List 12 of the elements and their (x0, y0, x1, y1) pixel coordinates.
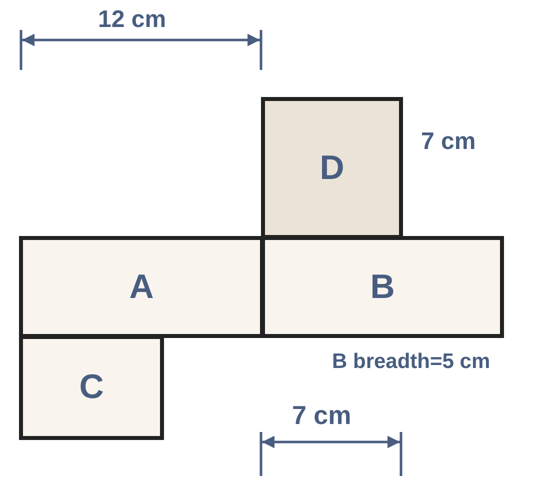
shape-face (261, 97, 403, 239)
face-label: A (129, 268, 154, 306)
dimension-label: 7 cm (292, 400, 352, 431)
shape-face (19, 335, 164, 440)
shape-face (261, 236, 504, 338)
shape-face (19, 236, 264, 338)
dimension-label: B breadth=5 cm (332, 350, 490, 374)
dimension-label: 12 cm (98, 6, 166, 34)
face-label: B (370, 268, 395, 306)
face-label: C (79, 368, 104, 407)
face-label: D (320, 148, 344, 188)
dimension-label: 7 cm (421, 128, 476, 156)
